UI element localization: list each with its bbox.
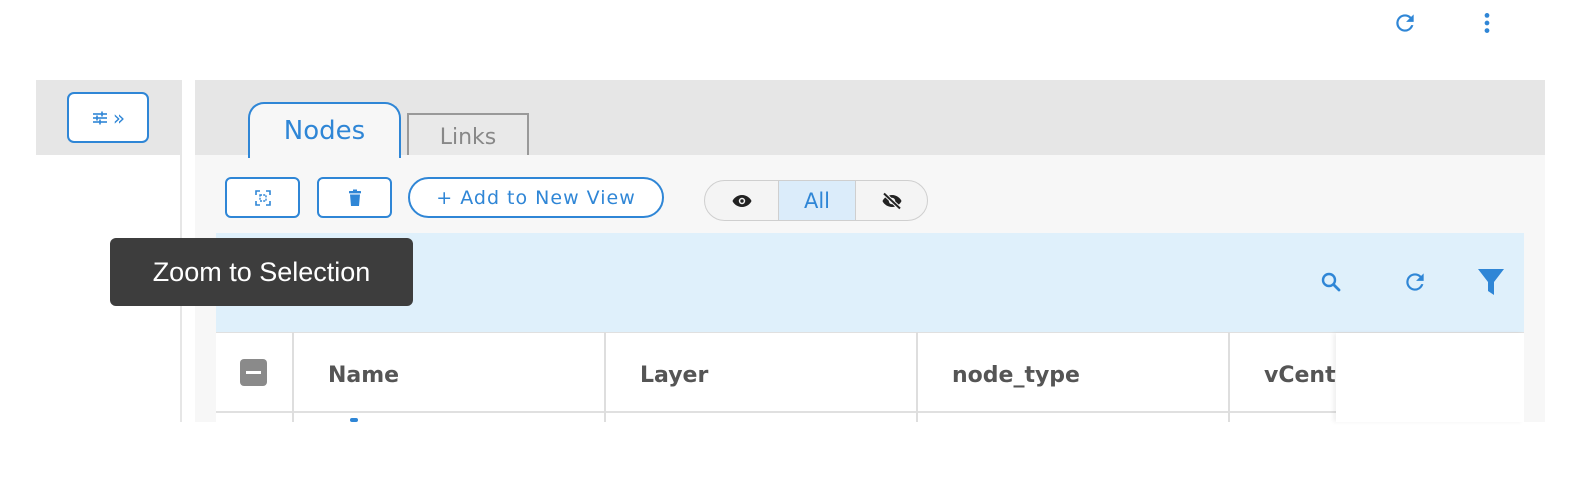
zoom-to-selection-button[interactable] bbox=[225, 177, 300, 218]
tab-links[interactable]: Links bbox=[407, 113, 529, 155]
grid-header-row bbox=[216, 332, 1524, 422]
delete-button[interactable] bbox=[317, 177, 392, 218]
sliders-icon bbox=[92, 111, 107, 124]
column-header-node-type[interactable]: node_type bbox=[918, 338, 1228, 412]
show-all-button[interactable]: All bbox=[778, 181, 856, 220]
tab-nodes-label: Nodes bbox=[283, 116, 366, 146]
more-options-button[interactable] bbox=[1470, 6, 1504, 40]
column-divider bbox=[604, 332, 606, 422]
column-divider bbox=[916, 332, 918, 422]
first-row-cell-glimpse bbox=[350, 418, 358, 422]
column-header-vcenter[interactable]: vCente bbox=[1230, 338, 1336, 412]
add-to-new-view-label: + Add to New View bbox=[436, 186, 636, 209]
column-divider bbox=[1228, 332, 1230, 422]
filter-icon bbox=[1478, 269, 1504, 295]
refresh-button[interactable] bbox=[1388, 6, 1422, 40]
refresh-icon bbox=[1396, 14, 1414, 32]
expand-chevron-icon: » bbox=[112, 105, 126, 130]
indeterminate-mark bbox=[246, 371, 261, 374]
show-hidden-button[interactable] bbox=[856, 181, 927, 220]
eye-off-icon bbox=[882, 191, 901, 210]
show-visible-button[interactable] bbox=[705, 181, 778, 220]
tab-nodes[interactable]: Nodes bbox=[248, 102, 401, 158]
add-to-new-view-button[interactable]: + Add to New View bbox=[408, 177, 664, 218]
show-all-label: All bbox=[803, 188, 831, 213]
search-icon bbox=[1321, 272, 1341, 292]
grid-filter-button[interactable] bbox=[1473, 264, 1509, 300]
column-header-vcenter-label: vCente bbox=[1264, 362, 1336, 388]
more-vert-icon bbox=[1484, 13, 1490, 33]
refresh-icon bbox=[1406, 273, 1424, 291]
select-all-checkbox[interactable] bbox=[240, 359, 267, 386]
tab-links-label: Links bbox=[439, 124, 497, 150]
trash-icon bbox=[348, 189, 361, 206]
column-header-name-label: Name bbox=[328, 362, 400, 388]
column-divider bbox=[292, 332, 294, 422]
eye-icon bbox=[732, 194, 751, 207]
column-header-layer-label: Layer bbox=[640, 362, 709, 388]
visibility-toggle: All bbox=[704, 180, 928, 221]
column-header-name[interactable]: Name bbox=[294, 338, 604, 412]
tooltip: Zoom to Selection bbox=[110, 238, 413, 306]
grid-toolbar bbox=[216, 233, 1524, 332]
grid-search-button[interactable] bbox=[1314, 265, 1348, 299]
tooltip-text: Zoom to Selection bbox=[152, 256, 371, 287]
grid-refresh-button[interactable] bbox=[1398, 265, 1432, 299]
column-header-node-type-label: node_type bbox=[952, 362, 1080, 388]
sidebar-toggle-button[interactable]: » bbox=[67, 92, 149, 143]
zoom-to-selection-icon bbox=[254, 189, 271, 206]
pinned-column-header bbox=[1336, 333, 1524, 422]
column-header-layer[interactable]: Layer bbox=[606, 338, 916, 412]
grid-row-divider bbox=[216, 411, 1336, 413]
